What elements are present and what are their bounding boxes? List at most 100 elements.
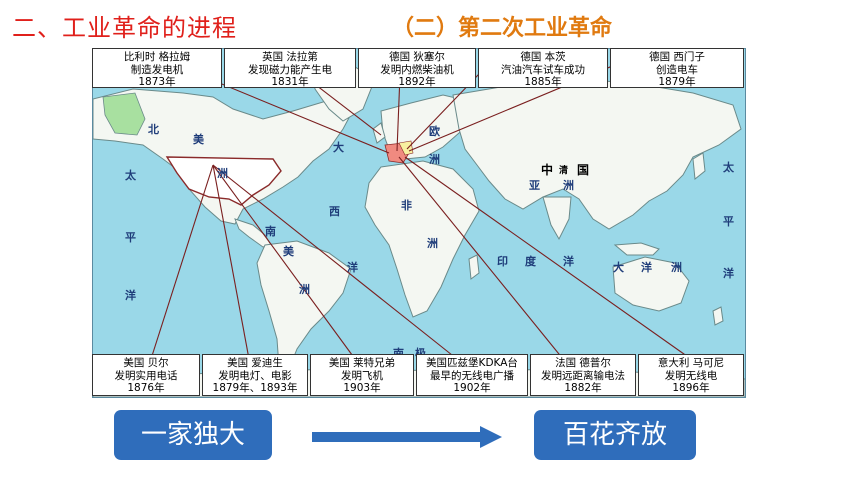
connector-line (150, 164, 214, 360)
connector-line (212, 164, 356, 360)
invention-box: 美国 贝尔 发明实用电话 1876年 (92, 354, 200, 396)
map-label: 大 (613, 261, 624, 274)
invention: 最早的无线电广播 (430, 369, 514, 382)
invention-year: 1902年 (453, 382, 491, 394)
inventor: 德国 本茨 (520, 51, 566, 63)
inventor: 德国 狄塞尔 (389, 51, 445, 63)
map-label: 度 (525, 255, 536, 268)
invention: 发现磁力能产生电 (248, 63, 332, 76)
connector-line (404, 156, 692, 360)
map-label-guo: 国 (577, 163, 590, 177)
invention-year: 1879年、1893年 (212, 382, 298, 394)
map-label: 非 (401, 199, 412, 212)
connector-line (398, 156, 564, 360)
germany-highlight (398, 140, 414, 156)
invention: 发明实用电话 (114, 369, 178, 382)
map-label: 美 (193, 133, 204, 146)
invention: 创造电车 (656, 63, 698, 76)
alaska-highlight (102, 92, 146, 136)
map-label: 平 (125, 231, 136, 244)
world-map: 北 美 洲 大 西 洋 太 平 洋 南 美 洲 欧 洲 非 洲 亚 洲 中 清 … (92, 48, 746, 398)
australia-land (612, 256, 690, 312)
map-label: 洋 (347, 261, 358, 274)
new-zealand-land (712, 306, 724, 326)
map-label: 洋 (723, 267, 734, 280)
section-title: 二、工业革命的进程 (12, 14, 237, 42)
inventor: 比利时 格拉姆 (123, 51, 191, 63)
map-label: 南 (393, 345, 404, 361)
map-label: 洋 (563, 255, 574, 268)
connector-lines-bottom (150, 156, 692, 360)
invention-box: 比利时 格拉姆 制造发电机 1873年 (92, 48, 222, 88)
south-america-land (256, 240, 352, 370)
usa-highlight (165, 156, 282, 206)
invention-year: 1879年 (658, 76, 696, 88)
connector-line (212, 164, 250, 360)
map-label: 极 (415, 345, 426, 361)
inventor: 意大利 马可尼 (657, 357, 725, 369)
invention-year: 1903年 (343, 382, 381, 394)
invention-year: 1892年 (398, 76, 436, 88)
map-label: 洲 (563, 179, 574, 192)
inventor: 英国 法拉第 (262, 51, 318, 63)
map-label: 洋 (641, 261, 652, 274)
inventor: 美国 爱迪生 (227, 357, 283, 369)
invention-box: 美国 莱特兄弟 发明飞机 1903年 (310, 354, 414, 396)
invention: 发明电灯、电影 (218, 369, 292, 382)
invention: 发明内燃柴油机 (380, 63, 454, 76)
map-label: 南 (265, 225, 276, 238)
invention-box: 德国 本茨 汽油汽车试车成功 1885年 (478, 48, 608, 88)
map-label: 洲 (299, 283, 310, 296)
map-label: 洋 (125, 289, 136, 302)
invention-box: 英国 法拉第 发现磁力能产生电 1831年 (224, 48, 356, 88)
inventor: 美国匹兹堡KDKA台 (426, 357, 518, 369)
invention-year: 1885年 (524, 76, 562, 88)
section-subtitle: （二）第二次工业革命 (392, 16, 613, 41)
japan-land (692, 152, 706, 180)
map-label: 美 (283, 245, 294, 258)
map-label: 亚 (529, 179, 540, 192)
invention-box: 意大利 马可尼 发明无线电 1896年 (638, 354, 744, 396)
map-label-qing: 清 (559, 166, 569, 176)
africa-land (364, 160, 480, 318)
inventor: 美国 莱特兄弟 (328, 357, 396, 369)
map-label-china: 中 (541, 163, 554, 177)
right-arrow-icon (312, 426, 502, 448)
invention-year: 1876年 (127, 382, 165, 394)
invention-box: 德国 狄塞尔 发明内燃柴油机 1892年 (358, 48, 476, 88)
invention-year: 1831年 (271, 76, 309, 88)
map-label: 平 (723, 215, 734, 228)
invention-box: 美国匹兹堡KDKA台 最早的无线电广播 1902年 (416, 354, 528, 396)
map-label: 北 (148, 123, 159, 136)
asia-land (452, 78, 742, 230)
invention-year: 1873年 (138, 76, 176, 88)
invention: 发明飞机 (341, 369, 383, 382)
map-label: 大 (333, 141, 344, 154)
invention-box: 法国 德普尔 发明远距离输电法 1882年 (530, 354, 636, 396)
invention: 发明远距离输电法 (541, 369, 625, 382)
map-label: 洲 (671, 261, 682, 274)
india-land (542, 196, 572, 241)
flow-left-pill: 一家独大 (114, 410, 272, 460)
inventor: 法国 德普尔 (555, 357, 611, 369)
invention-box: 德国 西门子 创造电车 1879年 (610, 48, 744, 88)
invention: 制造发电机 (130, 63, 184, 76)
invention-year: 1882年 (564, 382, 602, 394)
north-america-land (93, 88, 359, 225)
flow-right-pill: 百花齐放 (534, 410, 696, 460)
inventor: 德国 西门子 (649, 51, 705, 63)
inventor: 美国 贝尔 (123, 357, 169, 369)
map-label: 太 (723, 161, 734, 174)
map-label: 欧 (429, 125, 440, 138)
map-label: 洲 (217, 167, 228, 180)
invention: 汽油汽车试车成功 (501, 63, 585, 76)
connector-line (212, 164, 458, 360)
indonesia-land (613, 242, 660, 256)
madagascar-land (468, 254, 480, 280)
map-label: 洲 (429, 153, 440, 166)
invention-year: 1896年 (672, 382, 710, 394)
invention: 发明无线电 (664, 369, 718, 382)
map-label: 西 (329, 205, 340, 218)
map-label: 印 (497, 255, 508, 268)
map-label: 洲 (427, 237, 438, 250)
